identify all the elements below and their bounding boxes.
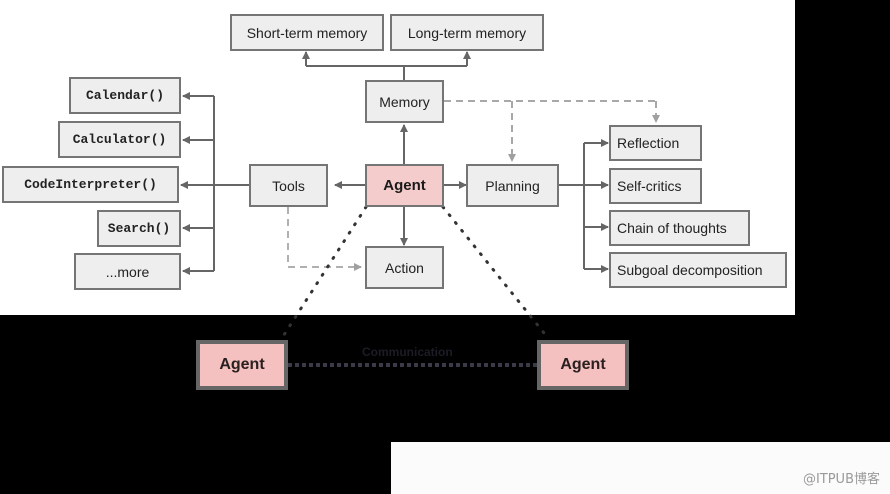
tool-calculator-node: Calculator() bbox=[58, 121, 181, 158]
agent-node: Agent bbox=[365, 164, 444, 207]
long-term-memory-node: Long-term memory bbox=[390, 14, 544, 51]
edge-agent-peer-right bbox=[441, 205, 550, 340]
plan-chain-of-thoughts-node: Chain of thoughts bbox=[609, 210, 750, 246]
watermark: @ITPUB博客 bbox=[802, 472, 880, 487]
watermark-panel bbox=[391, 442, 890, 494]
tools-node: Tools bbox=[249, 164, 328, 207]
action-node: Action bbox=[365, 246, 444, 289]
communication-label: Communication bbox=[362, 345, 453, 359]
tool-more-node: ...more bbox=[74, 253, 181, 290]
plan-subgoal-decomposition-node: Subgoal decomposition bbox=[609, 252, 787, 288]
peer-agent-right-node: Agent bbox=[537, 340, 629, 390]
edge-memory-to-stm-ltm bbox=[302, 51, 471, 80]
plan-self-critics-node: Self-critics bbox=[609, 168, 702, 204]
tool-calendar-node: Calendar() bbox=[69, 77, 181, 114]
plan-reflection-node: Reflection bbox=[609, 125, 702, 161]
edge-memory-planning-dashed bbox=[444, 100, 660, 162]
edge-tools-action-dashed bbox=[287, 207, 362, 271]
edge-tools-bus bbox=[180, 92, 249, 275]
edge-planning-bus bbox=[558, 139, 609, 273]
memory-node: Memory bbox=[365, 80, 444, 123]
edge-agent-peer-left bbox=[280, 205, 368, 340]
tool-code-interpreter-node: CodeInterpreter() bbox=[2, 166, 179, 203]
short-term-memory-node: Short-term memory bbox=[230, 14, 384, 51]
planning-node: Planning bbox=[466, 164, 559, 207]
tool-search-node: Search() bbox=[97, 210, 181, 247]
peer-agent-left-node: Agent bbox=[196, 340, 288, 390]
